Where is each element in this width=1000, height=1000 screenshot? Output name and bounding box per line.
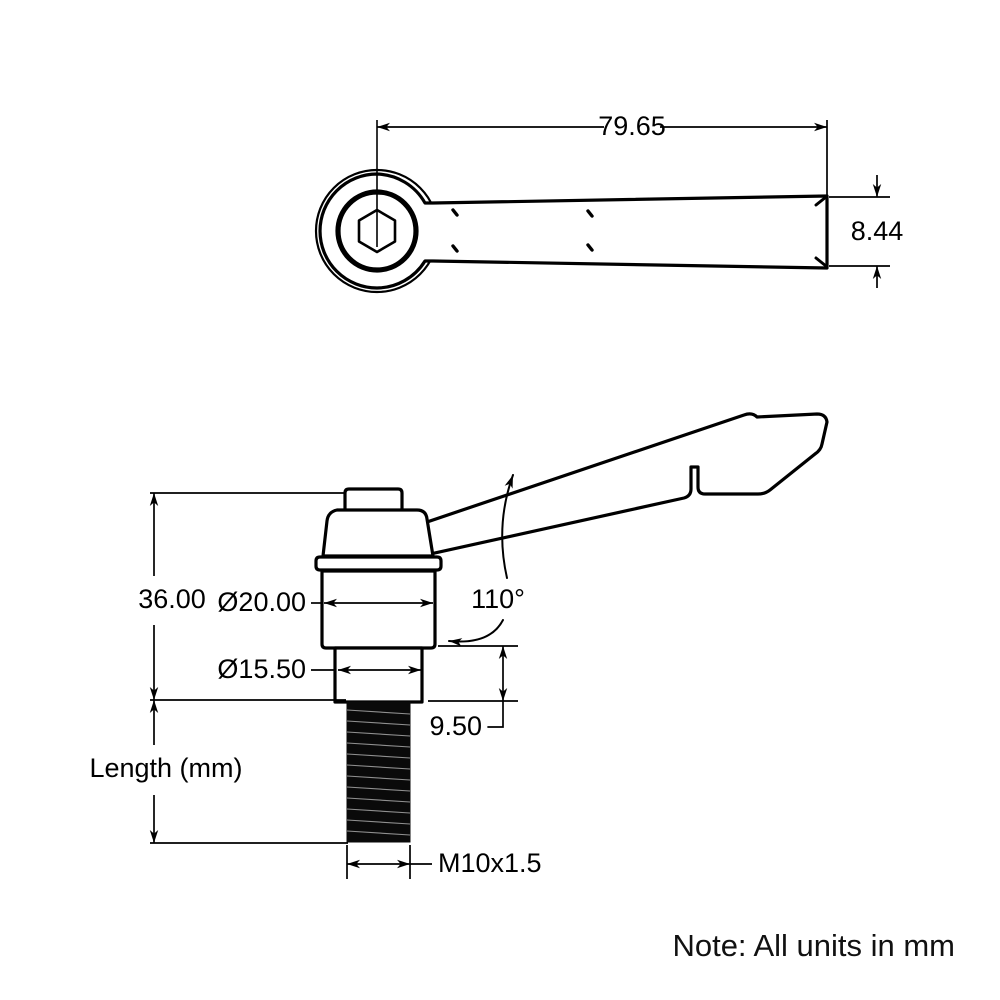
hub-shoulder — [333, 646, 424, 704]
units-note: Note: All units in mm — [672, 928, 955, 963]
dim-hub-minor-dia: Ø15.50 — [217, 654, 421, 684]
threaded-stud — [346, 701, 411, 843]
dim-overall-length-label: 79.65 — [598, 111, 666, 141]
dim-lever-angle: 110° — [448, 474, 525, 647]
dim-thread-spec: M10x1.5 — [346, 845, 542, 879]
dim-overall-length: 79.65 — [377, 111, 828, 196]
dim-collar-height-label: 9.50 — [429, 711, 482, 741]
dim-head-height: 36.00 — [138, 492, 346, 701]
dim-collar-height: 9.50 — [428, 645, 518, 741]
top-view: 79.65 8.44 — [314, 111, 903, 294]
dim-thread-spec-label: M10x1.5 — [438, 848, 542, 878]
dim-stud-length-label: Length (mm) — [89, 753, 242, 783]
parting-line-marks — [451, 208, 594, 253]
side-view: 36.00 Ø20.00 Ø15.50 9.50 110° — [89, 412, 829, 879]
dim-lever-tip-width-label: 8.44 — [851, 216, 904, 246]
dim-hub-major-dia-label: Ø20.00 — [217, 587, 306, 617]
hub-cap — [321, 508, 435, 558]
lever-tip-chamfers — [814, 195, 828, 268]
hex-socket — [357, 208, 397, 254]
hub-collar-ring — [314, 555, 443, 572]
dim-hub-minor-dia-label: Ø15.50 — [217, 654, 306, 684]
dim-stud-length: Length (mm) — [89, 700, 348, 844]
lever-body-outline — [318, 172, 829, 290]
dim-lever-tip-width: 8.44 — [829, 175, 903, 288]
hub-cylinder — [320, 569, 437, 650]
dim-head-height-label: 36.00 — [138, 584, 206, 614]
dim-lever-angle-label: 110° — [471, 584, 525, 614]
dim-hub-major-dia: Ø20.00 — [217, 587, 433, 617]
